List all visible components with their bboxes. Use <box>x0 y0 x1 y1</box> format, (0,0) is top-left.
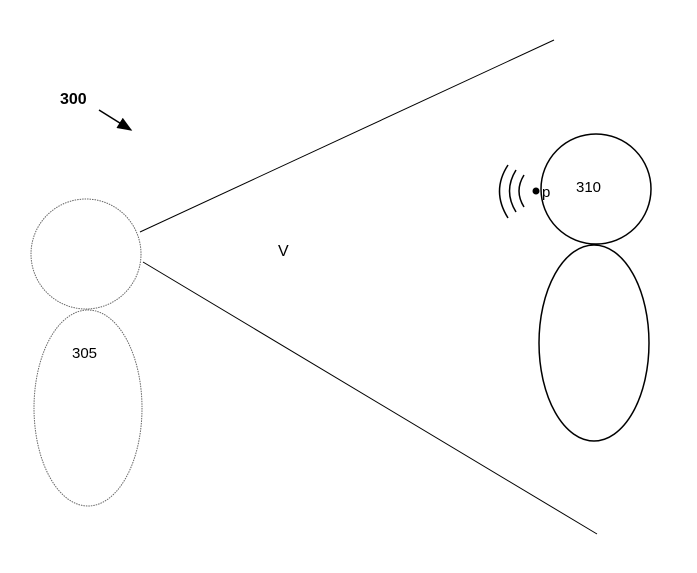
fov-label: V <box>278 243 289 260</box>
subject-body <box>538 244 650 442</box>
signal-wave-icon <box>518 174 525 208</box>
signal-wave-icon <box>498 164 509 219</box>
figure-label: 300 <box>60 91 87 108</box>
observer-label: 305 <box>72 345 97 362</box>
point-label: p <box>542 184 550 201</box>
subject-head <box>540 133 652 245</box>
fov-upper-line <box>139 39 555 233</box>
observer-head <box>30 198 142 310</box>
figure-arrow <box>98 109 133 131</box>
subject-label: 310 <box>576 179 601 196</box>
point-marker <box>532 187 540 195</box>
signal-wave-icon <box>508 169 517 213</box>
observer-body <box>33 309 143 507</box>
fov-lower-line <box>142 261 598 535</box>
